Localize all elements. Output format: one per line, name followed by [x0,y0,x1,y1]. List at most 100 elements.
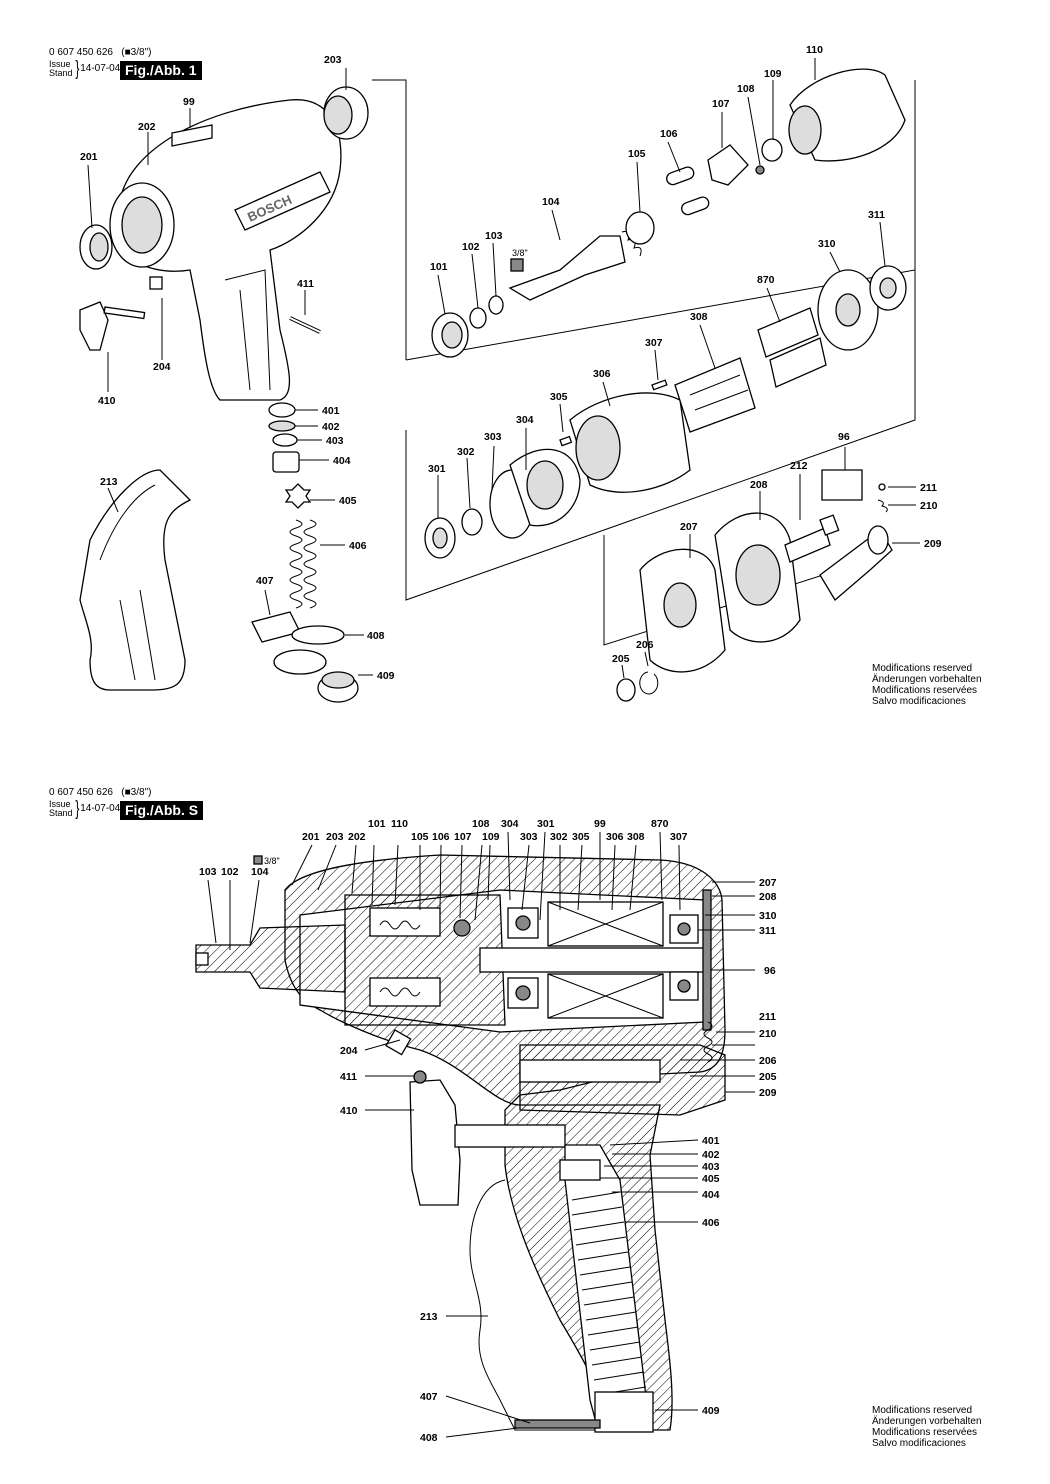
cap-203 [323,86,369,140]
section-insert-204 [385,1029,412,1056]
svg-text:302: 302 [550,831,568,843]
valve-stack [251,402,359,703]
drive-square-icon [253,855,263,865]
issue-date: 14-07-04 [80,803,121,814]
motor-group [424,265,907,559]
svg-text:102: 102 [221,866,239,878]
svg-text:305: 305 [550,391,568,403]
svg-text:110: 110 [391,818,408,830]
svg-text:870: 870 [757,274,775,286]
svg-text:404: 404 [333,455,351,467]
svg-text:308: 308 [690,311,708,323]
svg-text:311: 311 [759,925,776,937]
svg-text:99: 99 [183,96,195,108]
svg-text:408: 408 [367,630,385,642]
svg-text:406: 406 [702,1217,720,1229]
section-view-diagram: 201 203 202 101 110 105 106 107 108 109 … [195,818,777,1444]
svg-text:105: 105 [411,831,429,843]
svg-text:407: 407 [420,1391,438,1403]
drive-size: 3/8" [130,787,149,798]
svg-text:209: 209 [759,1087,777,1099]
svg-text:404: 404 [702,1189,720,1201]
svg-text:410: 410 [98,395,116,407]
svg-text:406: 406 [349,540,367,552]
svg-text:213: 213 [420,1311,438,1323]
svg-text:110: 110 [806,44,823,56]
section-inlet-409 [594,1391,654,1433]
svg-text:870: 870 [651,818,669,830]
svg-text:202: 202 [348,831,366,843]
insert-204 [149,276,163,290]
svg-text:408: 408 [420,1432,438,1444]
svg-text:210: 210 [759,1028,777,1040]
drive-size-marker: 3/8" [264,856,280,866]
exploded-part-labels: 203 110 109 108 107 106 105 104 103 102 … [80,44,942,682]
svg-text:208: 208 [750,479,768,491]
part-number: 0 607 450 626 [49,47,113,58]
svg-text:211: 211 [920,482,937,494]
svg-text:106: 106 [432,831,450,843]
svg-text:301: 301 [537,818,555,830]
svg-text:203: 203 [326,831,344,843]
svg-text:201: 201 [302,831,320,843]
trigger-410 [79,301,146,351]
svg-text:205: 205 [759,1071,777,1083]
section-output-shaft [195,924,346,993]
svg-text:109: 109 [764,68,782,80]
svg-text:202: 202 [138,121,156,133]
svg-text:401: 401 [702,1135,720,1147]
svg-text:207: 207 [759,877,777,889]
svg-text:409: 409 [377,670,395,682]
svg-text:204: 204 [153,361,171,373]
svg-text:105: 105 [628,148,646,160]
svg-text:308: 308 [627,831,645,843]
svg-text:306: 306 [593,368,611,380]
svg-text:204: 204 [340,1045,358,1057]
svg-text:303: 303 [484,431,502,443]
svg-text:403: 403 [326,435,344,447]
section-leader-lines [207,831,755,1438]
svg-text:101: 101 [430,261,448,273]
svg-text:310: 310 [818,238,836,250]
svg-text:403: 403 [702,1161,720,1173]
svg-text:102: 102 [462,241,480,253]
section-hammer-pocket-bottom [369,977,441,1007]
svg-text:208: 208 [759,891,777,903]
ring-201 [79,224,113,270]
section-valve-spool [519,1059,661,1083]
svg-text:210: 210 [920,500,938,512]
svg-text:311: 311 [868,209,885,221]
svg-text:207: 207 [680,521,698,533]
svg-text:306: 306 [606,831,624,843]
svg-text:99: 99 [594,818,606,830]
svg-text:96: 96 [838,431,850,443]
square-icon: ■ [124,47,131,58]
issue-date: 14-07-04 [80,63,121,74]
svg-text:206: 206 [636,639,654,651]
svg-text:402: 402 [702,1149,720,1161]
svg-text:209: 209 [924,538,942,550]
figure-label-s: Fig./Abb. S [120,801,204,820]
svg-text:96: 96 [764,965,776,977]
svg-text:405: 405 [702,1173,720,1185]
svg-text:106: 106 [660,128,678,140]
svg-text:108: 108 [737,83,755,95]
section-drive-square [195,952,209,966]
grip-213 [79,469,192,691]
section-pin-411 [413,1070,427,1084]
svg-text:107: 107 [712,98,730,110]
section-grip-outline [469,1179,595,1431]
svg-text:206: 206 [759,1055,777,1067]
section-rotor-shaft [479,947,711,973]
svg-text:211: 211 [759,1011,776,1023]
brace-icon: } [74,798,79,820]
svg-text:212: 212 [790,460,808,472]
svg-text:302: 302 [457,446,475,458]
svg-text:103: 103 [485,230,503,242]
svg-text:409: 409 [702,1405,720,1417]
housing-202: BOSCH [109,99,342,401]
